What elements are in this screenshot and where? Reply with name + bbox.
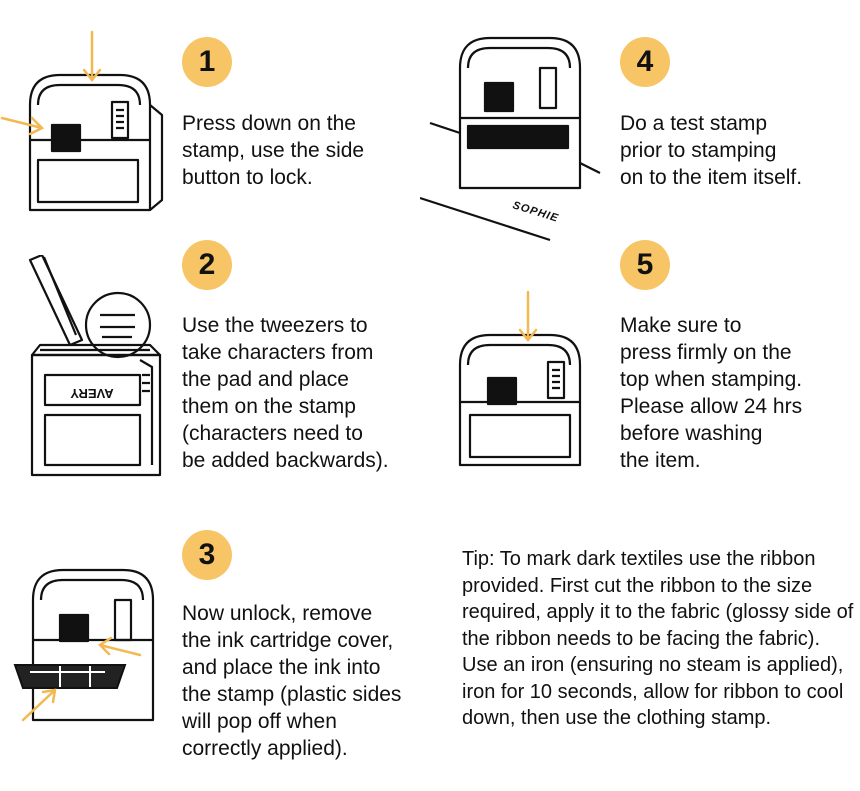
- step-5-number: 5: [636, 248, 654, 281]
- step-3-text: Now unlock, remove the ink cartridge cov…: [182, 602, 402, 760]
- stamp-brand-label: AVERY: [70, 386, 114, 401]
- step-5-text: Make sure to press firmly on the top whe…: [620, 314, 803, 472]
- step-1-number: 1: [198, 45, 216, 78]
- step-4-number: 4: [636, 45, 654, 78]
- step-2-number: 2: [198, 248, 216, 281]
- tweezers-illustration: AVERY: [28, 255, 162, 477]
- step-2-text: Use the tweezers to take characters from…: [182, 314, 389, 472]
- stamp-lock-illustration: [0, 30, 164, 212]
- step-4-text: Do a test stamp prior to stamping on to …: [620, 112, 803, 189]
- step-4-badge: 4: [620, 37, 670, 87]
- step-1-badge: 1: [182, 37, 232, 87]
- step-3-badge: 3: [182, 530, 232, 580]
- press-firmly-illustration: [458, 290, 582, 467]
- step-3-number: 3: [198, 538, 216, 571]
- step-2-badge: 2: [182, 240, 232, 290]
- step-1-text: Press down on the stamp, use the side bu…: [182, 112, 365, 189]
- test-stamp-illustration: SOPHIE: [420, 36, 601, 242]
- step-5-badge: 5: [620, 240, 670, 290]
- ink-cartridge-illustration: [13, 568, 155, 722]
- test-print-text: SOPHIE: [511, 199, 560, 224]
- tip-text: Tip: To mark dark textiles use the ribbo…: [462, 548, 854, 729]
